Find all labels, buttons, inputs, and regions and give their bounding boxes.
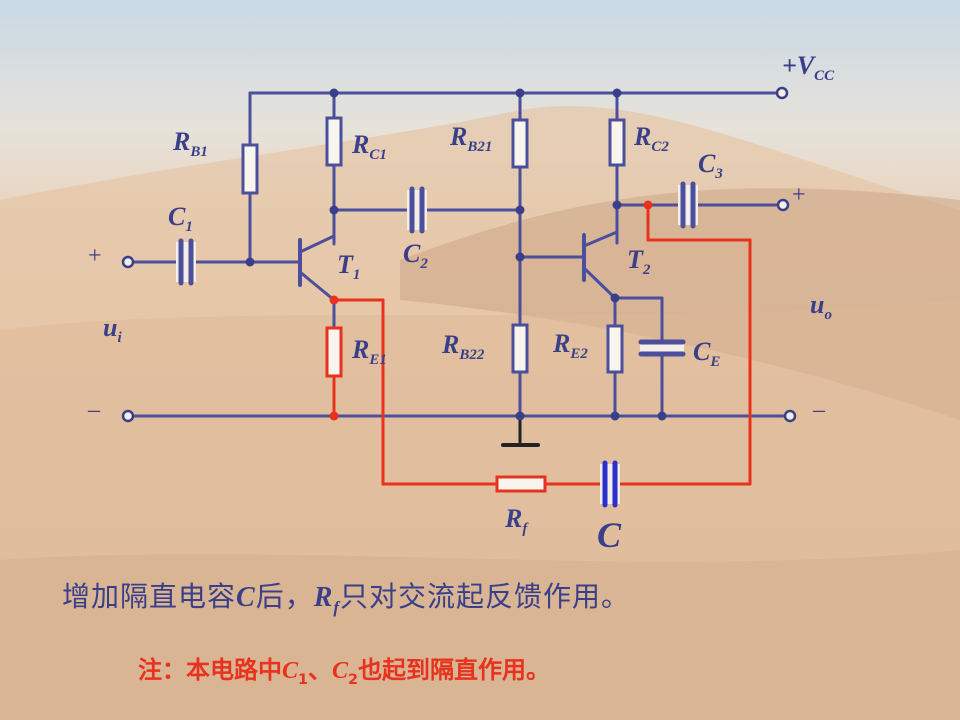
rb1-label: RB1	[172, 127, 208, 160]
re2-resistor	[606, 324, 624, 374]
rb22-resistor	[511, 323, 529, 374]
junction-node	[515, 88, 525, 98]
terminal	[783, 409, 797, 423]
uo-label: uo	[810, 290, 832, 323]
terminal	[121, 255, 135, 269]
rb1-resistor	[241, 143, 259, 195]
c2-label: C2	[403, 239, 428, 272]
t2-collector	[582, 230, 619, 248]
terminal	[775, 86, 789, 100]
terminal	[776, 198, 790, 212]
note-dc-blocking: 注：本电路中C1、C2也起到隔直作用。	[138, 656, 551, 688]
ce-label: CE	[693, 337, 720, 370]
output-plus-sign: +	[792, 182, 806, 208]
re1-label: RE1	[351, 335, 387, 368]
t2-emitter	[582, 266, 617, 300]
c3-label: C3	[698, 149, 723, 182]
t1-emitter	[298, 270, 336, 302]
junction-node	[329, 205, 339, 215]
vcc-label: +VCC	[782, 51, 835, 84]
t2-label: T2	[627, 245, 651, 278]
junction-node	[245, 257, 255, 267]
junction-node	[610, 293, 620, 303]
feedback-junction-node	[643, 200, 653, 210]
rc1-resistor	[325, 116, 343, 167]
t1-label: T1	[337, 250, 360, 283]
rf-label: Rf	[504, 504, 529, 537]
junction-node	[515, 411, 525, 421]
feedback-junction-node	[329, 295, 339, 305]
rb21-resistor	[511, 118, 529, 169]
rb22-label: RB22	[441, 330, 485, 363]
input-plus-sign: +	[88, 243, 102, 269]
junction-node	[657, 411, 667, 421]
junction-node	[612, 88, 622, 98]
junction-node	[610, 411, 620, 421]
rc2-resistor	[608, 118, 626, 167]
junction-node	[515, 252, 525, 262]
t1-collector	[298, 234, 336, 254]
re1-resistor	[325, 326, 343, 378]
junction-node	[329, 88, 339, 98]
re2-label: RE2	[552, 329, 588, 362]
junction-node	[515, 205, 525, 215]
rc2-label: RC2	[633, 122, 669, 155]
input-minus-sign: –	[87, 397, 101, 423]
note-coupling-capacitor: 增加隔直电容C后，Rf只对交流起反馈作用。	[62, 580, 631, 617]
terminal	[121, 409, 135, 423]
feedback-junction-node	[329, 411, 339, 421]
circuit-components	[176, 116, 698, 508]
junction-nodes	[121, 86, 797, 423]
c1-label: C1	[168, 202, 193, 235]
output-minus-sign: –	[812, 397, 826, 423]
rb21-label: RB21	[449, 122, 492, 155]
junction-node	[612, 200, 622, 210]
feedback-network-wires	[332, 203, 752, 486]
rf-resistor	[495, 475, 547, 493]
ui-label: ui	[103, 313, 122, 346]
c-label: C	[597, 515, 622, 555]
rc1-label: RC1	[351, 130, 387, 163]
